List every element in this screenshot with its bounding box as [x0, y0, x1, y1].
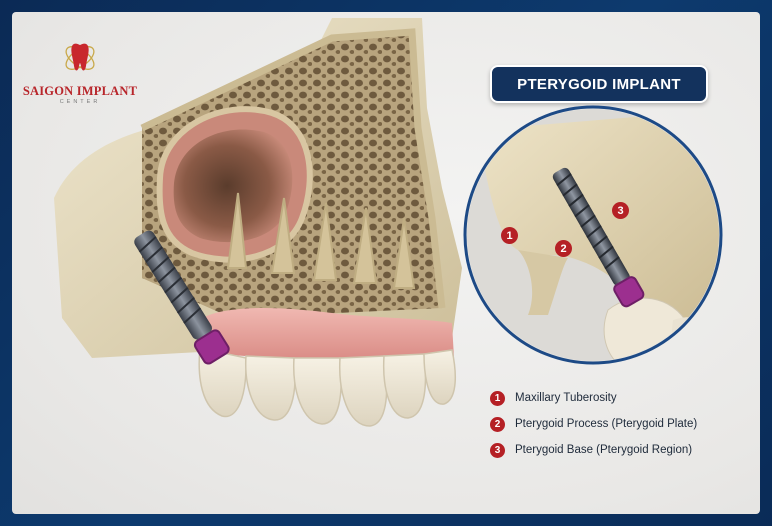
tooth-logo-icon	[65, 43, 95, 71]
callout-2: 2	[555, 240, 572, 257]
detail-circle	[463, 105, 723, 365]
legend-label: Maxillary Tuberosity	[515, 392, 617, 404]
legend-item: 3 Pterygoid Base (Pterygoid Region)	[490, 437, 750, 463]
illustration-card: SAIGON IMPLANT CENTER PTERYGOID IMPLANT	[12, 12, 760, 514]
implant-screw-icon	[134, 230, 230, 365]
legend-item: 2 Pterygoid Process (Pterygoid Plate)	[490, 411, 750, 437]
legend-number: 2	[490, 416, 505, 432]
legend-number: 3	[490, 442, 505, 458]
legend-item: 1 Maxillary Tuberosity	[490, 385, 750, 411]
legend-label: Pterygoid Base (Pterygoid Region)	[515, 444, 693, 456]
page-title: PTERYGOID IMPLANT	[490, 65, 708, 103]
logo-title: SAIGON IMPLANT	[22, 84, 138, 98]
legend-label: Pterygoid Process (Pterygoid Plate)	[515, 418, 698, 430]
callout-3: 3	[612, 202, 629, 219]
legend-number: 1	[490, 390, 505, 406]
callout-1: 1	[501, 227, 518, 244]
logo-subtitle: CENTER	[59, 99, 101, 105]
logo: SAIGON IMPLANT CENTER	[20, 34, 140, 114]
legend: 1 Maxillary Tuberosity 2 Pterygoid Proce…	[490, 385, 750, 463]
maxilla-illustration	[54, 18, 462, 427]
